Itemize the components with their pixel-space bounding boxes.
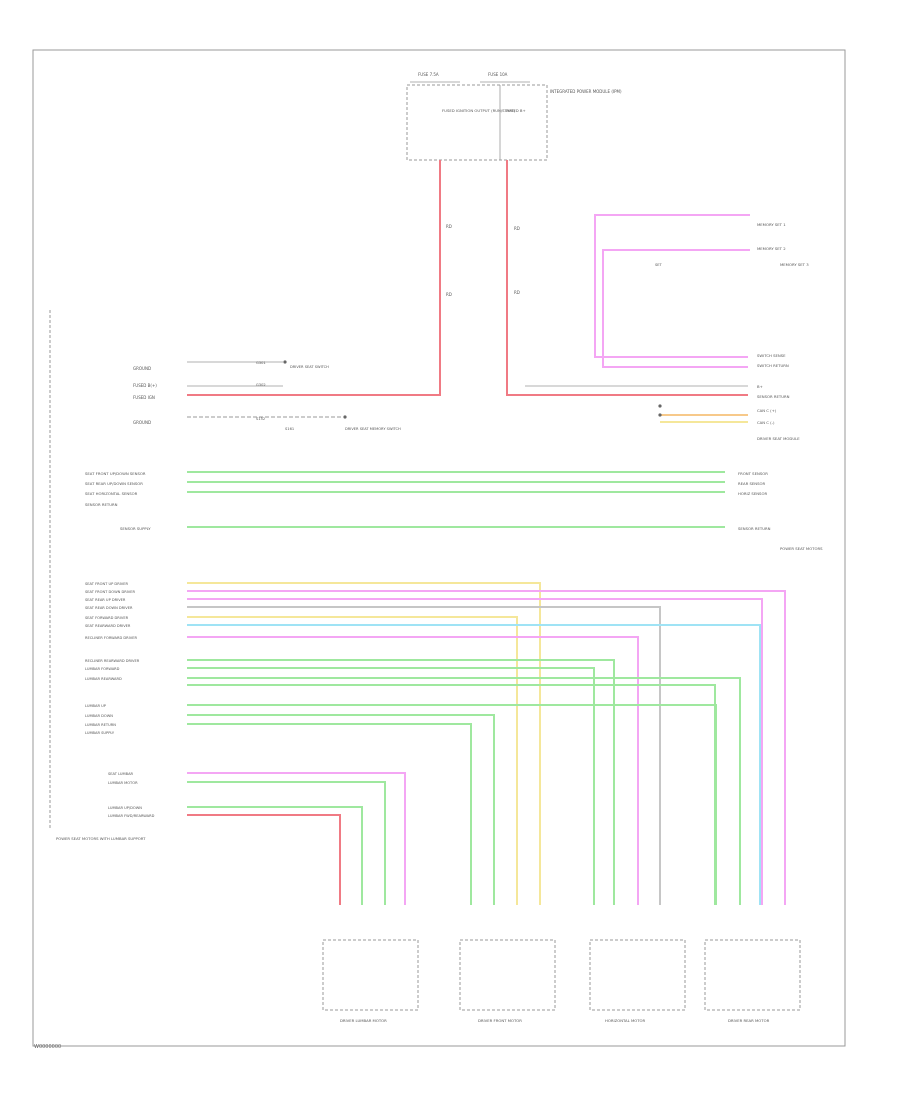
bottom-left-note: POWER SEAT MOTORS WITH LUMBAR SUPPORT [56, 836, 146, 841]
sensor-right-4: SENSOR RETURN [738, 526, 771, 531]
left-label-4: GROUND [133, 420, 151, 425]
motor-row-10: LUMBAR REARWARD [85, 677, 122, 681]
motor-wires: SEAT FRONT UP DRIVER SEAT FRONT DOWN DRI… [85, 582, 786, 905]
right-module-label: DRIVER SEAT MODULE [757, 436, 800, 441]
lumbar-row-2: LUMBAR MOTOR [108, 781, 138, 785]
left-connector-group: GROUND FUSED B(+) FUSED IGN GROUND G301 … [133, 360, 401, 431]
sensor-row-3: SEAT HORIZONTAL SENSOR [85, 491, 138, 496]
fuse-left-label: FUSE 7.5A [418, 72, 439, 77]
sensor-row-2: SEAT REAR UP/DOWN SENSOR [85, 481, 143, 486]
sensor-right-1: FRONT SENSOR [738, 471, 768, 476]
left-splice-3: S152 [256, 417, 265, 421]
fuse-box-right-text: FUSED B+ [506, 108, 526, 113]
left-splice-1: G301 [256, 361, 266, 365]
module-1-label: DRIVER LUMBAR MOTOR [340, 1018, 387, 1023]
bottom-modules: DRIVER LUMBAR MOTOR DRIVER FRONT MOTOR H… [322, 939, 801, 1023]
memory-set-3: MEMORY SET 3 [780, 262, 809, 267]
fuse-box-left-text: FUSED IGNITION OUTPUT (RUN/START) [442, 108, 516, 113]
motor-row-9: LUMBAR FORWARD [85, 667, 120, 671]
sensor-row-5: SENSOR SUPPLY [120, 526, 151, 531]
module-3-label: HORIZONTAL MOTOR [605, 1018, 646, 1023]
right-label-5: CAN C (+) [757, 408, 777, 413]
module-2-label: DRIVER FRONT MOTOR [478, 1018, 522, 1023]
motor-row-11: LUMBAR UP [85, 704, 107, 708]
lumbar-wires: SEAT LUMBAR LUMBAR MOTOR LUMBAR UP/DOWN … [56, 772, 406, 905]
wire-label-2: RD [446, 292, 452, 297]
lumbar-row-1: SEAT LUMBAR [108, 772, 134, 776]
left-label-3: FUSED IGN [133, 395, 155, 400]
module-4-label: DRIVER REAR MOTOR [728, 1018, 770, 1023]
module-3-box [589, 939, 686, 1011]
right-label-4: SENSOR RETURN [757, 394, 790, 399]
right-label-2: SWITCH RETURN [757, 363, 789, 368]
left-label-1: GROUND [133, 366, 151, 371]
lumbar-row-3: LUMBAR UP/DOWN [108, 806, 142, 810]
sensor-right-module: POWER SEAT MOTORS [780, 546, 823, 551]
motor-row-3: SEAT REAR UP DRIVER [85, 598, 126, 602]
wire-label-3: RD [514, 226, 520, 231]
wire-label-1: RD [446, 224, 452, 229]
module-1-box [322, 939, 419, 1011]
motor-row-7: RECLINER FORWARD DRIVER [85, 636, 137, 640]
motor-row-5: SEAT FORWARD DRIVER [85, 616, 129, 620]
lumbar-row-4: LUMBAR FWD/REARWARD [108, 814, 155, 818]
motor-row-6: SEAT REARWARD DRIVER [85, 624, 131, 628]
power-wires: RD RD RD RD [187, 160, 748, 396]
driver-seat-switch-label: DRIVER SEAT SWITCH [290, 365, 329, 369]
sensor-right-3: HORIZ SENSOR [738, 491, 767, 496]
fuse-right-label: FUSE 10A [488, 72, 508, 77]
motor-row-1: SEAT FRONT UP DRIVER [85, 582, 128, 586]
diagram-frame [32, 49, 846, 1047]
ipm-box [406, 84, 548, 161]
memory-set-label: SET [655, 263, 663, 267]
sensor-right-2: REAR SENSOR [738, 481, 766, 486]
sensor-row-1: SEAT FRONT UP/DOWN SENSOR [85, 471, 146, 476]
footer-code: W0000000 [34, 1044, 62, 1050]
memory-set-2: MEMORY SET 2 [757, 246, 786, 251]
right-label-6: CAN C (-) [757, 420, 775, 425]
motor-row-13: LUMBAR RETURN [85, 723, 116, 727]
ipm-label: INTEGRATED POWER MODULE (IPM) [550, 89, 622, 94]
module-4-box [704, 939, 801, 1011]
left-splice-4: S161 [285, 427, 294, 431]
motor-row-4: SEAT REAR DOWN DRIVER [85, 606, 133, 610]
memory-switch-group: MEMORY SET 1 MEMORY SET 2 MEMORY SET 3 S… [594, 214, 809, 368]
left-splice-2: G302 [256, 383, 266, 387]
motor-row-14: LUMBAR SUPPLY [85, 731, 115, 735]
right-label-1: SWITCH SENSE [757, 353, 786, 358]
left-label-2: FUSED B(+) [133, 383, 157, 388]
right-connector-group: SWITCH SENSE SWITCH RETURN B+ SENSOR RET… [525, 353, 800, 441]
motor-row-12: LUMBAR DOWN [85, 714, 113, 718]
sensor-row-4: SENSOR RETURN [85, 502, 118, 507]
right-label-3: B+ [757, 384, 763, 389]
fuse-block: FUSE 7.5A FUSE 10A FUSED IGNITION OUTPUT… [406, 72, 622, 161]
memory-set-1: MEMORY SET 1 [757, 222, 786, 227]
motor-row-2: SEAT FRONT DOWN DRIVER [85, 590, 136, 594]
motor-row-8: RECLINER REARWARD DRIVER [85, 659, 140, 663]
wire-label-4: RD [514, 290, 520, 295]
sensor-wires: SEAT FRONT UP/DOWN SENSOR SEAT REAR UP/D… [85, 471, 823, 551]
driver-seat-memory-label: DRIVER SEAT MEMORY SWITCH [345, 427, 401, 431]
module-2-box [459, 939, 556, 1011]
